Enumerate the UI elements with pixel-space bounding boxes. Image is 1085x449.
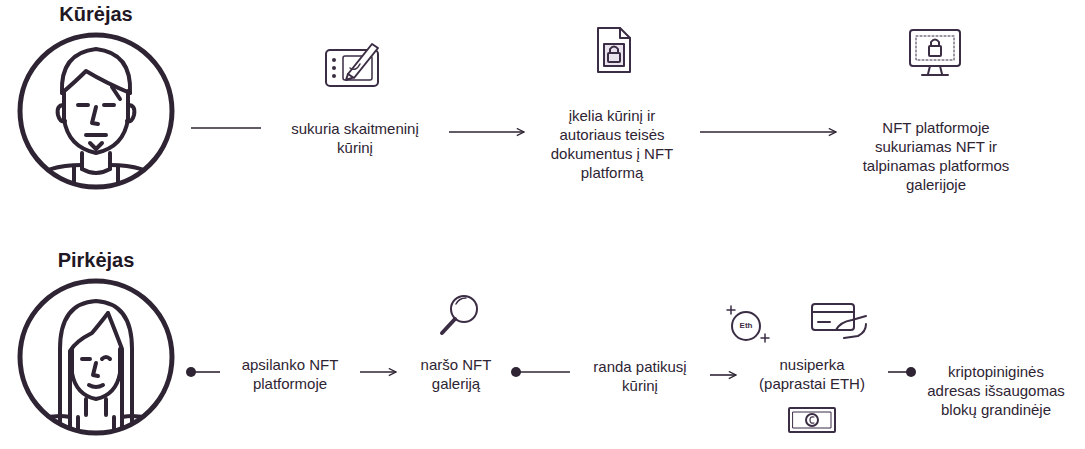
avatar-stroke <box>82 357 110 359</box>
monitor-icon <box>910 30 960 75</box>
flow-connector <box>710 375 736 376</box>
step-label: NFT platformoje sukuriamas NFT ir talpin… <box>850 118 1022 194</box>
avatar-stroke <box>70 313 108 427</box>
avatar-outline <box>20 281 172 433</box>
flow-connector <box>186 367 220 377</box>
step-text-block: kriptopiniginės adresas išsaugomas blokų… <box>925 362 1067 419</box>
avatar-stroke <box>112 87 120 99</box>
avatar-stroke <box>62 71 130 93</box>
actor-avatar: Pirkėjas <box>15 248 177 438</box>
flow-connector <box>700 132 836 133</box>
step-label: apsilanko NFT platformoje <box>234 355 346 393</box>
avatar-stroke <box>89 385 103 387</box>
banknote-icon <box>789 408 835 432</box>
eth-coin-icon <box>727 306 769 342</box>
actor-heading: Kūrėjas <box>15 2 177 26</box>
connector-line <box>360 371 396 373</box>
avatar-stroke <box>64 91 128 153</box>
step-text-block: randa patikusį kūrinį <box>584 357 696 395</box>
step-label: nusiperka (paprastai ETH) <box>750 355 874 393</box>
avatar-outline <box>20 35 172 187</box>
document-icon <box>598 28 630 72</box>
connector-line <box>710 374 736 376</box>
step-label: įkelia kūrinį ir autoriaus teisės dokume… <box>538 106 686 182</box>
connector-dot <box>511 367 521 377</box>
avatar-stroke <box>72 349 120 399</box>
avatar-stroke <box>127 105 134 121</box>
coin-label: Eth <box>740 321 753 331</box>
step-text-block: naršo NFT galeriją <box>410 355 502 393</box>
step-text-block: nusiperka (paprastai ETH) <box>750 355 874 393</box>
avatar-circle <box>15 276 177 438</box>
connector-dot <box>906 367 916 377</box>
card-icon <box>812 304 866 338</box>
step-text-block: apsilanko NFT platformoje <box>234 355 346 393</box>
connector-line <box>191 127 261 129</box>
connector-line <box>449 131 524 133</box>
flow-connector <box>511 367 570 377</box>
avatar-stroke <box>92 107 98 124</box>
avatar-stroke <box>60 301 132 427</box>
avatar-stroke <box>90 143 102 149</box>
avatar-stroke <box>62 49 130 93</box>
connector-dot <box>186 367 196 377</box>
step-label: randa patikusį kūrinį <box>584 357 696 395</box>
flow-connector <box>888 367 916 377</box>
actor-avatar: Kūrėjas <box>15 2 177 192</box>
actor-heading: Pirkėjas <box>15 248 177 272</box>
tablet-icon <box>326 44 378 86</box>
avatar-stroke <box>82 153 110 169</box>
avatar-stroke <box>58 105 65 121</box>
step-text-block: sukuria skaitmeninį kūrinį <box>275 119 435 157</box>
step-text-block: įkelia kūrinį ir autoriaus teisės dokume… <box>538 106 686 182</box>
avatar-stroke <box>86 133 106 137</box>
avatar-stroke <box>82 169 110 173</box>
magnifier-icon <box>442 296 477 333</box>
avatar-stroke <box>86 399 106 415</box>
connector-line <box>700 131 836 133</box>
step-label: sukuria skaitmeninį kūrinį <box>275 119 435 157</box>
avatar-circle <box>15 30 177 192</box>
step-label: naršo NFT galeriją <box>410 355 502 393</box>
flow-connector <box>191 128 261 129</box>
connector-line <box>516 371 570 373</box>
step-label: kriptopiniginės adresas išsaugomas blokų… <box>925 362 1067 419</box>
avatar-stroke <box>93 363 98 376</box>
step-text-block: NFT platformoje sukuriamas NFT ir talpin… <box>850 118 1022 194</box>
flow-connector <box>449 132 524 133</box>
flow-connector <box>360 372 396 373</box>
